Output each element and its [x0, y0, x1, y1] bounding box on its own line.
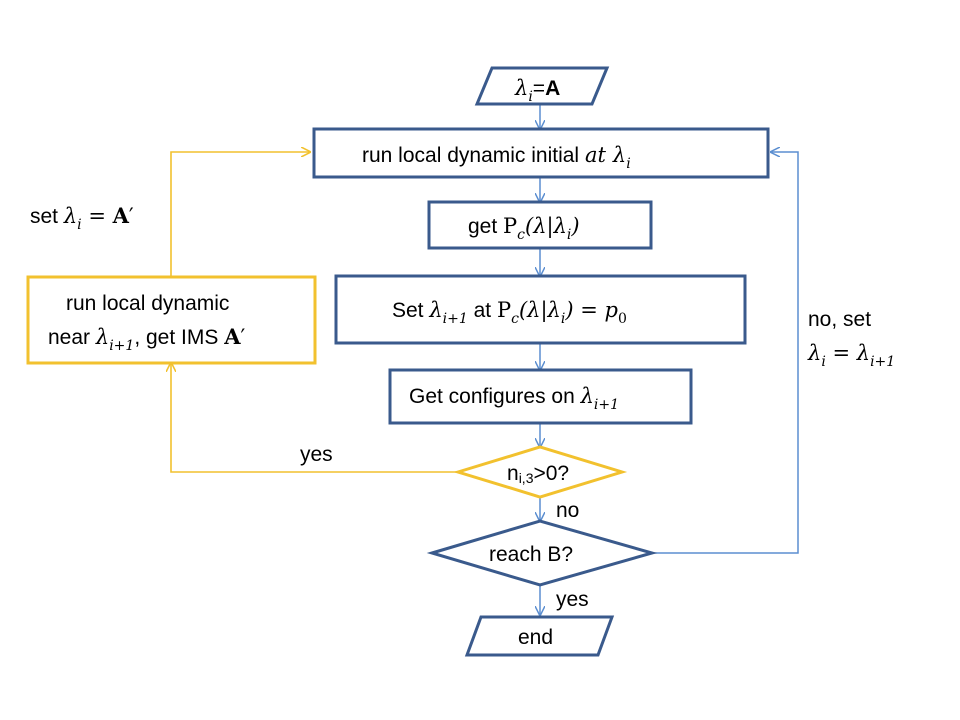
decision-n-label: ni,3>0?	[507, 462, 569, 486]
label-no-n: no	[556, 499, 579, 522]
label-yes-left: yes	[300, 443, 333, 466]
reach-b-label: reach B?	[489, 543, 573, 566]
side-run-local-line2: near λi+1, get IMS A′	[48, 324, 245, 354]
reach-b-diamond	[426, 519, 658, 587]
get-pc-box	[427, 200, 653, 250]
set-lambda-box	[334, 274, 747, 345]
side-run-local-line1: run local dynamic	[66, 292, 229, 315]
side-run-local-box	[26, 275, 317, 365]
label-set-a-prime: set λi = A′	[30, 203, 134, 233]
get-configures-label: Get configures on λi+1	[409, 384, 619, 413]
set-lambda-label: Set λi+1 at Pc(λ|λi) = p0	[392, 298, 627, 327]
label-no-set-line2: λi = λi+1	[807, 341, 895, 370]
decision-n-diamond	[452, 445, 628, 499]
start-parallelogram	[474, 66, 610, 106]
get-pc-label: get Pc(λ|λi)	[468, 214, 580, 243]
end-parallelogram	[464, 615, 615, 657]
arrow-reachb-loop	[652, 152, 799, 554]
run-local-box	[312, 127, 770, 179]
label-no-set-line1: no, set	[808, 308, 871, 331]
label-yes-b: yes	[556, 588, 589, 611]
end-label: end	[518, 626, 553, 649]
arrow-yes-to-side	[171, 363, 458, 473]
arrow-side-to-run	[170, 152, 310, 277]
start-label: λi=A	[514, 76, 560, 105]
get-configures-box	[388, 368, 693, 425]
